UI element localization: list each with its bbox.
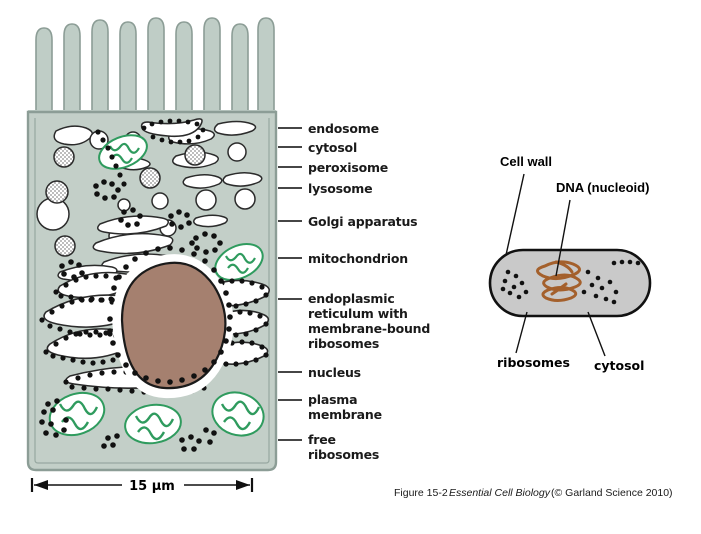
microvillus <box>231 23 249 129</box>
label-line: ribosomes <box>308 336 379 351</box>
peroxisome <box>53 146 75 168</box>
label-line: endoplasmic <box>308 291 395 306</box>
scale-bar-arrow-right <box>236 480 250 490</box>
vesicle <box>195 189 217 211</box>
bacterium-ribosomes-right <box>581 259 641 305</box>
mitochondrion <box>98 134 148 170</box>
microvillus <box>91 19 109 129</box>
bacterium-label-cytosol: cytosol <box>594 358 644 373</box>
caption-credit: (© Garland Science 2010) <box>551 487 673 499</box>
peroxisome <box>45 180 69 204</box>
scale-bar-label: 15 μm <box>129 479 175 494</box>
leader-cell-wall <box>505 173 525 256</box>
bacterium-cell-wall <box>488 248 652 318</box>
leader-ribosomes <box>515 311 528 354</box>
endosome <box>182 174 223 189</box>
vesicle <box>117 198 131 212</box>
mitochondrion <box>214 243 264 281</box>
nuclear-envelope-ribosomes <box>107 245 233 385</box>
eukaryotic-cell <box>26 17 278 472</box>
label-nucleus: nucleus <box>308 365 361 380</box>
microvillus <box>257 17 275 129</box>
label-line: membrane <box>308 407 382 422</box>
mitochondrion <box>211 391 265 437</box>
bacterium-label-ribosomes: ribosomes <box>497 355 570 370</box>
free-ribosome-clusters <box>39 179 223 452</box>
lysosome <box>234 188 256 210</box>
peroxisome <box>139 167 161 189</box>
caption-prefix: Figure 15-2 <box>394 487 448 499</box>
label-line: reticulum with <box>308 306 408 321</box>
peroxisome-group <box>45 144 206 257</box>
microvillus <box>147 17 165 129</box>
caption-title: Essential Cell Biology <box>449 487 551 499</box>
microvillus <box>63 23 81 129</box>
vesicle <box>151 192 169 210</box>
scale-bar-arrow-left <box>34 480 48 490</box>
label-peroxisome: peroxisome <box>308 160 388 175</box>
lysosome <box>227 142 247 162</box>
label-line: free <box>308 432 336 447</box>
bacterium-label-cell-wall: Cell wall <box>500 154 552 169</box>
peroxisome <box>184 144 206 166</box>
bacterium-label-dna-nucleoid: DNA (nucleoid) <box>556 180 649 195</box>
bacterium-ribosomes-left <box>500 269 529 300</box>
nucleus-group <box>107 245 234 399</box>
label-line: plasma <box>308 392 357 407</box>
label-endosome: endosome <box>308 121 379 136</box>
label-lysosome: lysosome <box>308 181 372 196</box>
bacterium-leader-group <box>505 173 606 357</box>
microvillus <box>203 17 221 129</box>
nucleus <box>120 261 227 390</box>
peroxisome <box>54 235 76 257</box>
cell-interior <box>36 118 270 452</box>
label-golgi-apparatus: Golgi apparatus <box>308 214 417 229</box>
microvillus <box>175 21 193 129</box>
figure-caption: Figure 15-2 Essential Cell Biology (© Ga… <box>394 487 673 499</box>
label-mitochondrion: mitochondrion <box>308 251 408 266</box>
endosome <box>213 120 257 136</box>
microvillus <box>35 27 53 129</box>
mitochondrion <box>124 403 182 445</box>
label-line: membrane-bound <box>308 321 430 336</box>
golgi-cisterna <box>92 232 174 255</box>
endosome <box>193 214 228 228</box>
label-cytosol: cytosol <box>308 140 357 155</box>
plasma-membrane-inner-line <box>34 118 270 464</box>
leader-cytosol <box>587 311 606 357</box>
scale-bar: 15 μm <box>30 478 254 494</box>
label-line: ribosomes <box>308 447 379 462</box>
leader-dna <box>555 199 571 277</box>
endosome <box>222 172 263 187</box>
microvillus <box>119 21 137 129</box>
